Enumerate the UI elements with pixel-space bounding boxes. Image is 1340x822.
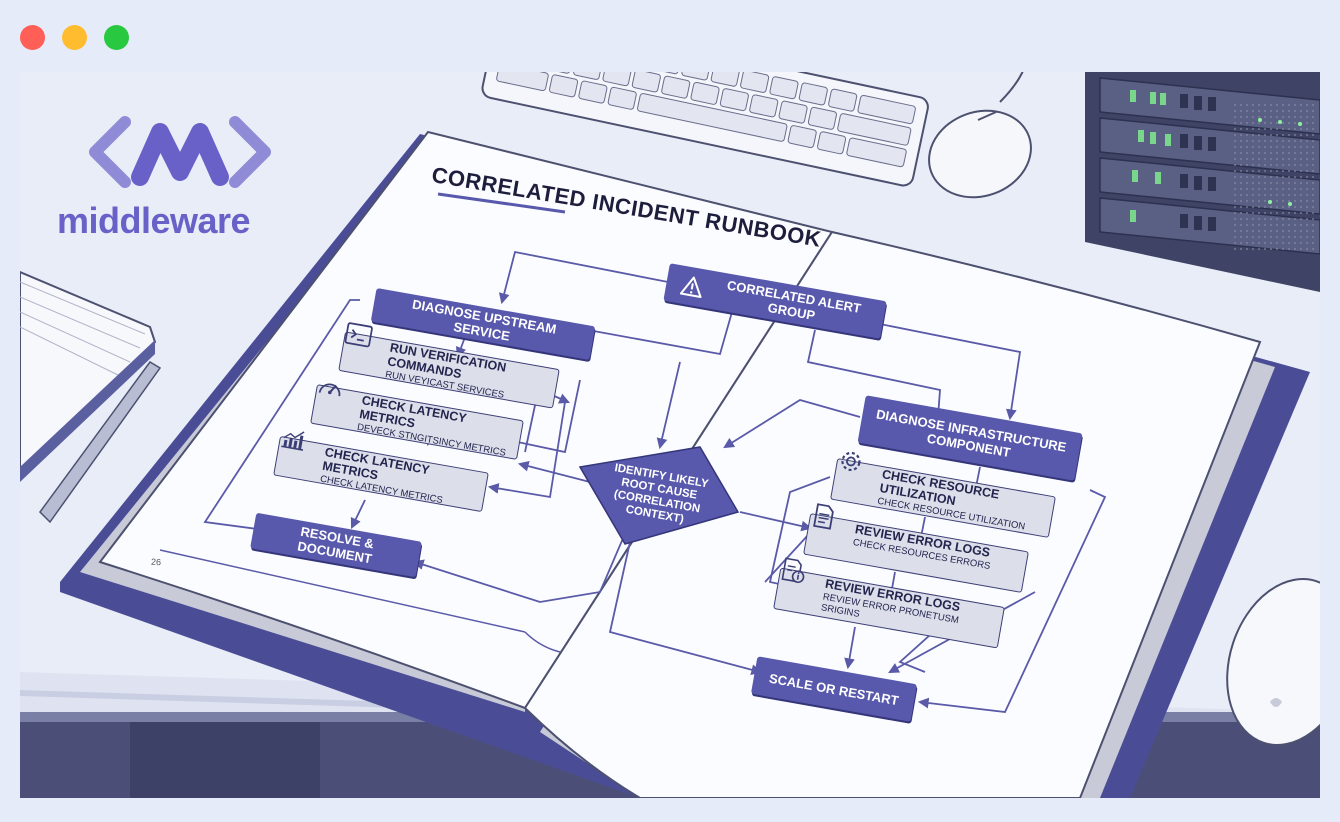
illustration-canvas: middleware CORRELATED INCIDENT RUNBOOK 2… bbox=[20, 72, 1320, 798]
alert-group-box: CORRELATED ALERT GROUP bbox=[663, 263, 887, 339]
notebook bbox=[20, 270, 162, 524]
left-step-2: CHECK LATENCY METRICS DEVECK STNGITSINCY… bbox=[310, 383, 524, 460]
window-maximize-button[interactable] bbox=[104, 25, 129, 50]
right-step-1: CHECK RESOURCE UTILIZATION CHECK RESOURC… bbox=[830, 451, 1056, 538]
flow-connectors bbox=[203, 250, 1107, 713]
window-close-button[interactable] bbox=[20, 25, 45, 50]
gear-icon bbox=[841, 451, 861, 472]
decision-diamond bbox=[578, 446, 740, 545]
right-step-2: REVIEW ERROR LOGS CHECK RESOURCES ERRORS bbox=[803, 503, 1029, 593]
warning-icon bbox=[679, 276, 702, 299]
middleware-logo-icon bbox=[89, 116, 271, 188]
mac-mouse bbox=[1226, 578, 1320, 746]
page-number: 26 bbox=[150, 556, 162, 568]
right-step-3: REVIEW ERROR LOGS REVIEW ERROR PRONETUSM… bbox=[773, 557, 1005, 649]
terminal-icon bbox=[344, 322, 373, 348]
document-icon bbox=[813, 503, 834, 530]
brand-wordmark: middleware bbox=[57, 200, 251, 241]
server-rack bbox=[1085, 72, 1320, 292]
gauge-icon bbox=[318, 383, 341, 397]
window-minimize-button[interactable] bbox=[62, 25, 87, 50]
left-step-3: CHECK LATENCY METRICS CHECK LATENCY METR… bbox=[273, 431, 489, 513]
keyboard bbox=[481, 72, 929, 187]
log-info-icon bbox=[781, 557, 805, 584]
left-step-1: RUN VERIFICATION COMMANDS RUN VEYICAST S… bbox=[338, 322, 560, 409]
desk-scene bbox=[20, 72, 1320, 798]
mouse bbox=[928, 72, 1032, 199]
bar-chart-icon bbox=[281, 431, 305, 451]
